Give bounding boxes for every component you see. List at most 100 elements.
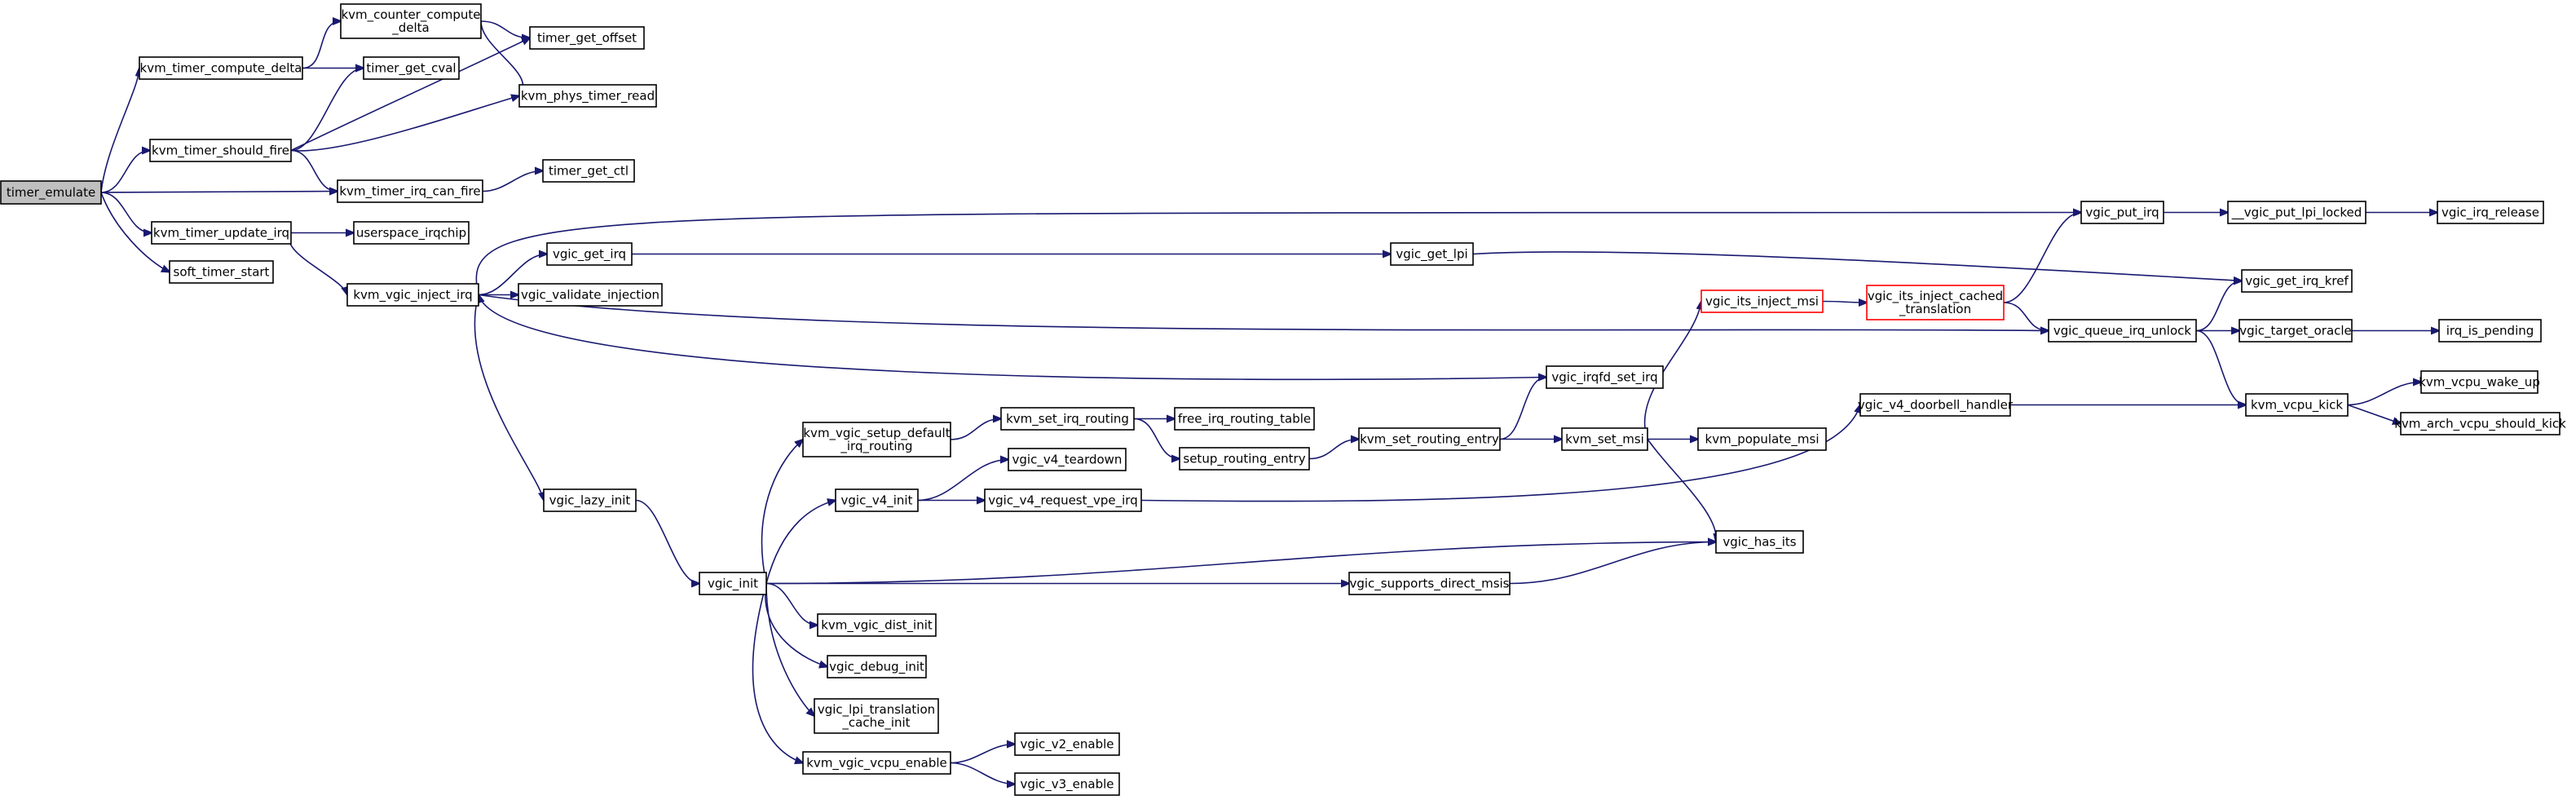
node-vgic_get_irq_kref[interactable]: vgic_get_irq_kref — [2241, 269, 2353, 293]
node-kvm_vgic_vcpu_enable[interactable]: kvm_vgic_vcpu_enable — [802, 751, 951, 775]
node-label: irq_is_pending — [2446, 324, 2534, 339]
node-box — [2400, 412, 2561, 435]
edge-timer_emulate-to-kvm_timer_should_fire — [100, 151, 150, 193]
node-vgic_v4_doorbell_handler[interactable]: vgic_v4_doorbell_handler — [1858, 393, 2014, 417]
node-kvm_set_msi[interactable]: kvm_set_msi — [1561, 427, 1648, 451]
node-label: free_irq_routing_table — [1178, 412, 1311, 427]
node-box — [340, 3, 482, 39]
node-box — [363, 56, 460, 80]
node-kvm_set_irq_routing[interactable]: kvm_set_irq_routing — [1000, 407, 1135, 431]
node-label: kvm_vcpu_wake_up — [2419, 375, 2540, 391]
node-irq_is_pending[interactable]: irq_is_pending — [2438, 319, 2542, 343]
node-box — [2420, 370, 2539, 394]
node-kvm_timer_update_irq[interactable]: kvm_timer_update_irq — [151, 221, 292, 245]
node-label: vgic_init — [708, 577, 758, 592]
edge-kvm_vgic_vcpu_enable-to-vgic_v3_enable — [950, 762, 1015, 785]
node-vgic_target_oracle[interactable]: vgic_target_oracle — [2239, 319, 2353, 343]
edge-vgic_init-to-vgic_has_its — [765, 542, 1716, 585]
node-vgic_v4_request_vpe_irq[interactable]: vgic_v4_request_vpe_irq — [984, 488, 1142, 512]
node-kvm_vcpu_kick[interactable]: kvm_vcpu_kick — [2245, 393, 2349, 417]
node-setup_routing_entry[interactable]: setup_routing_entry — [1179, 447, 1310, 471]
node-kvm_arch_vcpu_should_kick[interactable]: kvm_arch_vcpu_should_kick — [2394, 412, 2566, 435]
node-box — [337, 179, 483, 203]
edge-kvm_timer_should_fire-to-kvm_phys_timer_read — [290, 96, 519, 152]
node-timer_emulate[interactable]: timer_emulate — [0, 180, 102, 205]
edge-vgic_init-to-kvm_vgic_vcpu_enable — [752, 583, 803, 763]
node-vgic_has_its[interactable]: vgic_has_its — [1715, 530, 1804, 554]
node-vgic_v4_teardown[interactable]: vgic_v4_teardown — [1008, 448, 1127, 471]
node-label: timer_emulate — [7, 185, 95, 201]
node-box — [1358, 427, 1501, 451]
node-box — [518, 283, 663, 307]
node-vgic_v4_init[interactable]: vgic_v4_init — [835, 488, 919, 512]
node-box — [1179, 447, 1310, 471]
node-box — [1000, 407, 1135, 431]
node-label: _irq_routing — [840, 439, 912, 454]
node-box — [802, 751, 951, 775]
edge-kvm_timer_update_irq-to-kvm_vgic_inject_irq — [288, 232, 347, 295]
node-box — [984, 488, 1142, 512]
edge-kvm_set_routing_entry-to-vgic_irqfd_set_irq — [1499, 378, 1546, 440]
node-label: vgic_v4_request_vpe_irq — [988, 493, 1137, 509]
node-box — [835, 488, 919, 512]
node-kvm_vcpu_wake_up[interactable]: kvm_vcpu_wake_up — [2419, 370, 2540, 394]
nodes-layer: timer_emulate kvm_counter_compute_deltakv… — [0, 3, 2566, 796]
node-vgic_put_irq[interactable]: vgic_put_irq — [2080, 201, 2164, 224]
node-vgic_get_irq[interactable]: vgic_get_irq — [546, 242, 633, 266]
node-label: timer_get_offset — [537, 31, 637, 46]
edge-kvm_vcpu_kick-to-kvm_vcpu_wake_up — [2347, 382, 2421, 406]
node-box — [1859, 393, 2011, 417]
node-label: kvm_populate_msi — [1705, 432, 1820, 448]
node-vgic_irq_release[interactable]: vgic_irq_release — [2437, 201, 2544, 224]
node-vgic_its_inject_msi[interactable]: vgic_its_inject_msi — [1700, 290, 1824, 313]
node-kvm_vgic_inject_irq[interactable]: kvm_vgic_inject_irq — [346, 283, 479, 307]
node-timer_get_ctl[interactable]: timer_get_ctl — [542, 159, 635, 183]
edge-kvm_vgic_setup_default_irq_routing-to-kvm_set_irq_routing — [950, 419, 1001, 440]
node-label: setup_routing_entry — [1183, 452, 1305, 467]
node-box — [2048, 319, 2197, 343]
node-timer_get_offset[interactable]: timer_get_offset — [529, 26, 645, 50]
node-label: vgic_validate_injection — [521, 288, 659, 303]
node-free_irq_routing_table[interactable]: free_irq_routing_table — [1174, 407, 1315, 431]
node-label: kvm_timer_compute_delta — [140, 61, 302, 77]
node-kvm_phys_timer_read[interactable]: kvm_phys_timer_read — [518, 84, 657, 108]
node-label: vgic_queue_irq_unlock — [2053, 324, 2192, 339]
node-vgic_irqfd_set_irq[interactable]: vgic_irqfd_set_irq — [1546, 365, 1664, 389]
node-label: vgic_v4_doorbell_handler — [1858, 398, 2014, 413]
node-label: vgic_supports_direct_msis — [1349, 577, 1509, 592]
node-vgic_v2_enable[interactable]: vgic_v2_enable — [1014, 732, 1120, 756]
node-__vgic_put_lpi_locked[interactable]: __vgic_put_lpi_locked — [2227, 201, 2366, 224]
node-kvm_vgic_dist_init[interactable]: kvm_vgic_dist_init — [817, 613, 937, 637]
node-vgic_queue_irq_unlock[interactable]: vgic_queue_irq_unlock — [2048, 319, 2197, 343]
node-vgic_lpi_translation_cache_init[interactable]: vgic_lpi_translation_cache_init — [814, 698, 939, 734]
edge-timer_emulate-to-kvm_timer_update_irq — [100, 192, 152, 233]
node-kvm_counter_compute_delta[interactable]: kvm_counter_compute_delta — [340, 3, 482, 39]
node-vgic_init[interactable]: vgic_init — [699, 572, 767, 595]
node-vgic_validate_injection[interactable]: vgic_validate_injection — [518, 283, 663, 307]
node-kvm_timer_should_fire[interactable]: kvm_timer_should_fire — [149, 139, 292, 162]
node-vgic_v3_enable[interactable]: vgic_v3_enable — [1014, 772, 1120, 796]
node-label: __vgic_put_lpi_locked — [2231, 206, 2362, 221]
node-vgic_debug_init[interactable]: vgic_debug_init — [827, 655, 927, 678]
node-vgic_supports_direct_msis[interactable]: vgic_supports_direct_msis — [1348, 572, 1511, 595]
node-vgic_get_lpi[interactable]: vgic_get_lpi — [1390, 242, 1474, 266]
edge-kvm_vgic_vcpu_enable-to-vgic_v2_enable — [950, 745, 1015, 764]
node-kvm_populate_msi[interactable]: kvm_populate_msi — [1697, 427, 1827, 451]
node-vgic_lazy_init[interactable]: vgic_lazy_init — [543, 488, 637, 512]
node-kvm_timer_irq_can_fire[interactable]: kvm_timer_irq_can_fire — [337, 179, 483, 203]
edge-kvm_vgic_inject_irq-to-vgic_lazy_init — [474, 294, 544, 501]
node-label: vgic_v4_init — [841, 493, 913, 509]
node-kvm_timer_compute_delta[interactable]: kvm_timer_compute_delta — [139, 56, 303, 80]
node-kvm_set_routing_entry[interactable]: kvm_set_routing_entry — [1358, 427, 1501, 451]
edge-vgic_init-to-vgic_debug_init — [765, 583, 827, 667]
node-vgic_its_inject_cached_translation[interactable]: vgic_its_inject_cached_translation — [1866, 285, 2005, 320]
node-box — [1014, 772, 1120, 796]
node-box — [0, 180, 102, 205]
node-userspace_irqchip[interactable]: userspace_irqchip — [353, 221, 470, 245]
edges-layer — [100, 21, 2439, 785]
node-timer_get_cval[interactable]: timer_get_cval — [363, 56, 460, 80]
node-kvm_vgic_setup_default_irq_routing[interactable]: kvm_vgic_setup_default_irq_routing — [802, 422, 951, 457]
node-label: vgic_get_lpi — [1396, 247, 1467, 263]
node-soft_timer_start[interactable]: soft_timer_start — [169, 260, 274, 284]
node-label: timer_get_ctl — [549, 164, 629, 179]
